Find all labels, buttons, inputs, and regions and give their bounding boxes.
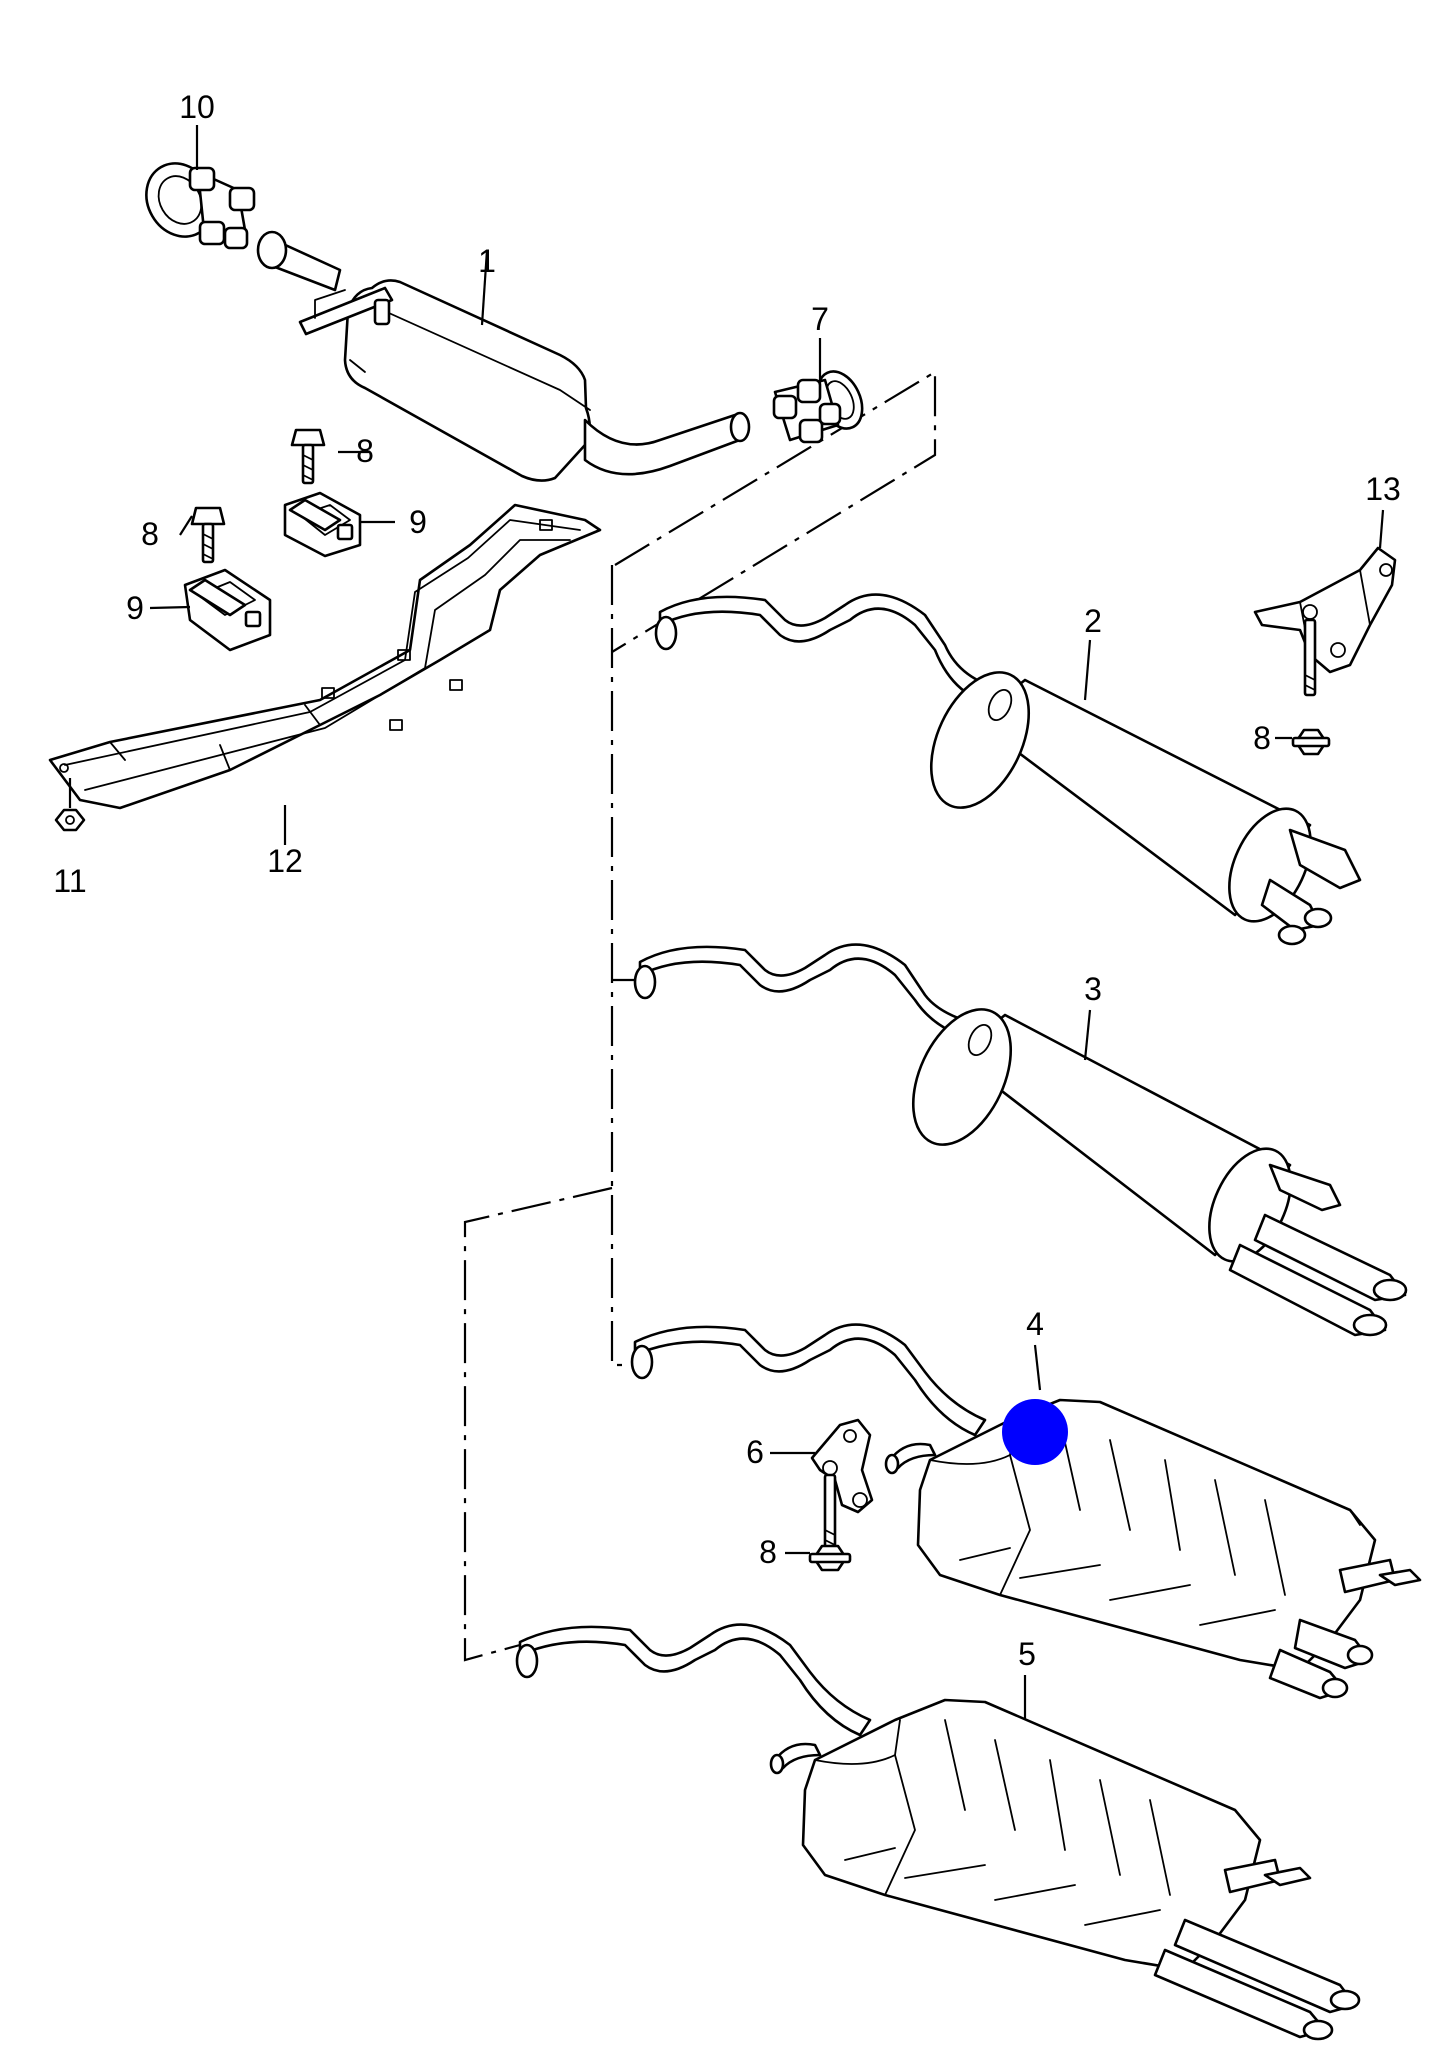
part-13-hanger[interactable] <box>1253 546 1397 674</box>
part-3-rear-muffler[interactable] <box>633 943 1408 1337</box>
part-8-bolt-upper[interactable] <box>290 428 326 485</box>
callout-8-right: 8 <box>1253 720 1271 756</box>
part-8-bolt-lower[interactable] <box>808 1460 852 1572</box>
callout-2: 2 <box>1084 603 1102 639</box>
part-12-heat-shield[interactable] <box>48 503 602 810</box>
callout-5: 5 <box>1018 1636 1036 1672</box>
callout-9-left: 9 <box>126 590 144 626</box>
callout-8-lower: 8 <box>759 1534 777 1570</box>
part-9-bracket-left[interactable] <box>183 568 272 652</box>
part-1-front-muffler[interactable] <box>256 230 751 482</box>
part-9-bracket-upper[interactable] <box>283 491 362 558</box>
callout-8-left: 8 <box>141 516 159 552</box>
callout-6: 6 <box>746 1434 764 1470</box>
callout-13: 13 <box>1365 471 1401 507</box>
leader-lines <box>68 125 1385 1720</box>
part-8-bolt-right[interactable] <box>1291 604 1331 756</box>
callout-9-upper: 9 <box>409 504 427 540</box>
callout-labels: 10 1 7 8 8 9 9 11 12 13 8 2 3 4 5 6 8 <box>53 89 1400 1672</box>
callout-3: 3 <box>1084 971 1102 1007</box>
part-10-clamp[interactable] <box>133 151 256 250</box>
callout-1: 1 <box>478 243 496 279</box>
part-4-rear-silencer[interactable] <box>630 1323 1422 1700</box>
callout-4: 4 <box>1026 1306 1044 1342</box>
callout-11: 11 <box>53 863 86 899</box>
part-5-rear-silencer[interactable] <box>515 1623 1361 2041</box>
part-2-rear-muffler[interactable] <box>654 593 1362 946</box>
part-6-bracket[interactable] <box>810 1418 874 1514</box>
part-7-clamp[interactable] <box>772 364 871 444</box>
part-8-bolt-left[interactable] <box>190 506 226 564</box>
callout-10: 10 <box>179 89 215 125</box>
highlight-marker <box>1002 1399 1068 1465</box>
callout-8-upper: 8 <box>356 433 374 469</box>
assembly-lines <box>463 370 937 1662</box>
callout-12: 12 <box>267 843 303 879</box>
part-11-nut[interactable] <box>54 808 86 832</box>
callout-7: 7 <box>811 301 829 337</box>
